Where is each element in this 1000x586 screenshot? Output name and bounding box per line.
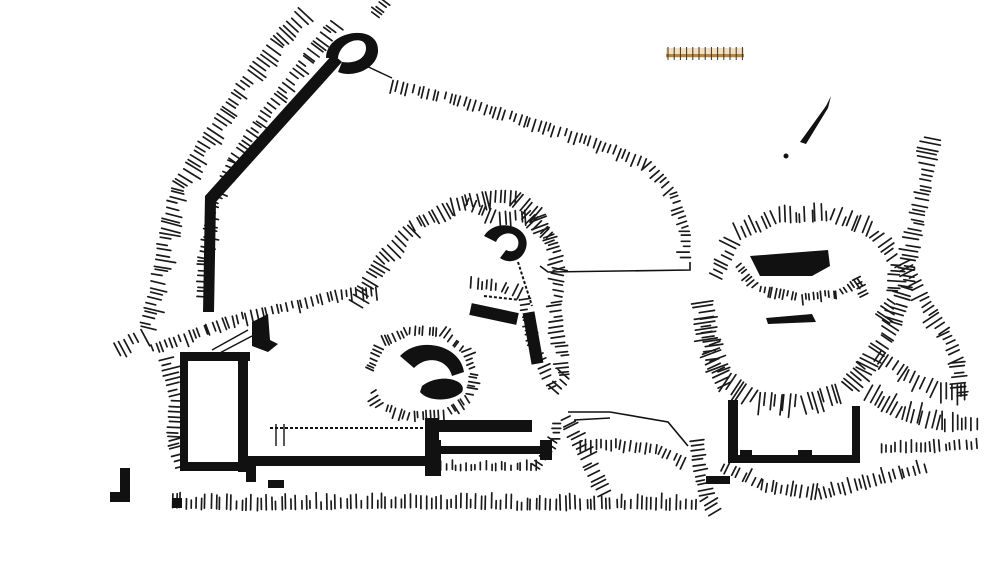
hachure-band [873, 349, 966, 406]
hachure-band [894, 258, 969, 397]
hachure-band [370, 0, 391, 19]
curtain-wall-south [240, 456, 436, 466]
bailey-boundary [539, 262, 691, 447]
hachure-band [158, 356, 191, 469]
hachure-band [469, 275, 557, 390]
hachure-band [560, 415, 612, 498]
east-building-north [750, 250, 830, 276]
scale-bar-icon [666, 47, 744, 60]
hachure-band [464, 197, 570, 395]
hachure-band [579, 438, 687, 470]
hachure-band [689, 438, 722, 517]
east-tower [706, 400, 860, 484]
curtain-wall-north [203, 54, 342, 312]
hachure-band [855, 136, 942, 376]
horseshoe-tower-mound [484, 225, 527, 262]
hachure-band [735, 262, 869, 306]
hachure-band [150, 286, 378, 353]
wall-east-extension [436, 446, 548, 454]
north-arrow-icon [783, 96, 831, 159]
hachure-band [389, 79, 692, 259]
round-tower-bailey [400, 344, 464, 376]
hachure-band [171, 491, 697, 512]
hachure-band [863, 384, 979, 433]
masonry-walls [110, 32, 860, 508]
hachure-band [195, 19, 344, 298]
west-tower [180, 352, 250, 472]
hachure-band [880, 437, 978, 454]
hachure-band [365, 325, 481, 423]
hachure-band [113, 7, 314, 358]
hachure-band [699, 315, 732, 389]
horseshoe-tower-north [326, 32, 379, 74]
hachure-band [720, 459, 928, 501]
hachure-band [708, 202, 907, 325]
